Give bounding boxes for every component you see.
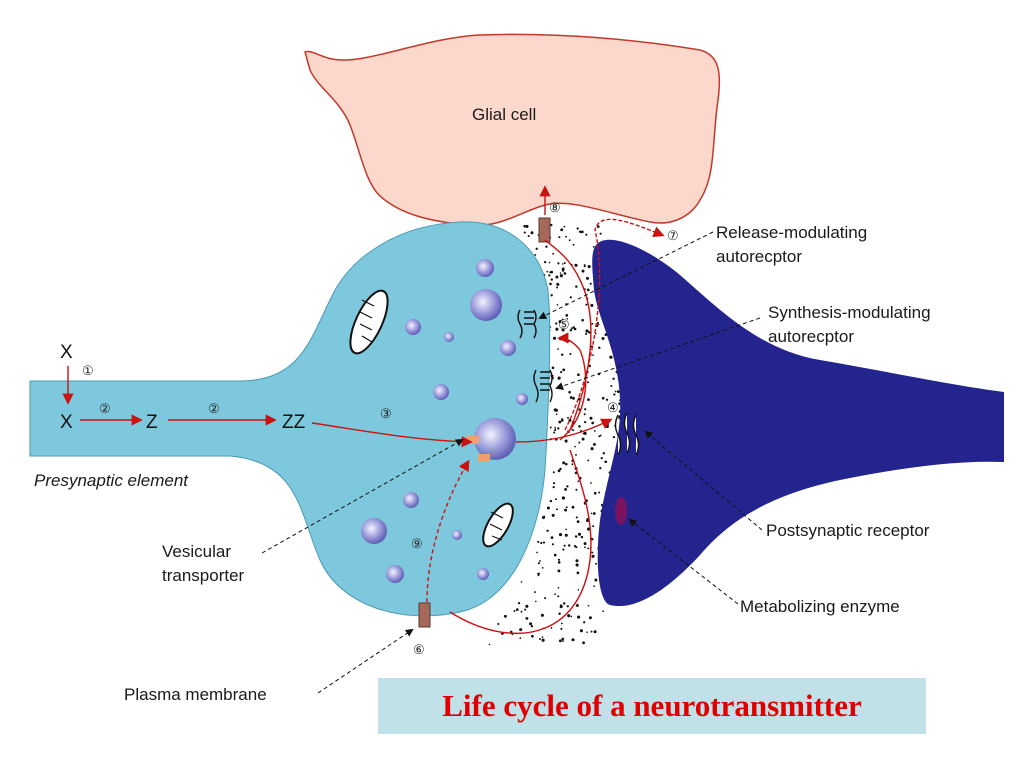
glial-transporter — [538, 217, 551, 243]
metabolizing-enzyme — [615, 497, 627, 525]
autoreceptors — [517, 309, 553, 403]
metabolizing-enzyme-label: Metabolizing enzyme — [740, 597, 900, 616]
step-6: ⑥ — [413, 642, 425, 657]
presynaptic-label: Presynaptic element — [34, 471, 189, 490]
vesicular-transporter — [467, 436, 479, 444]
release-autoreceptor-label-2: autorecptor — [716, 247, 802, 266]
postsynaptic-element — [592, 239, 1004, 607]
plasma-membrane-label: Plasma membrane — [124, 685, 267, 704]
pathway-arrows — [62, 185, 665, 634]
vesicular-transporter-label-2: transporter — [162, 566, 245, 585]
synthesis-autoreceptor-label-2: autorecptor — [768, 327, 854, 346]
x-top-label: X — [60, 342, 73, 363]
glial-cell — [304, 33, 721, 227]
glial-cell-label: Glial cell — [472, 105, 536, 124]
x-label: X — [60, 412, 73, 433]
step-2a: ② — [99, 401, 111, 416]
leader-lines — [261, 231, 763, 694]
release-autoreceptor-label-1: Release-modulating — [716, 223, 867, 242]
vesicles — [361, 259, 528, 583]
step-5: ⑤ — [558, 317, 570, 332]
step-7: ⑦ — [667, 228, 679, 243]
plasma-membrane-transporter — [418, 602, 431, 628]
step-1: ① — [82, 363, 94, 378]
vesicular-transporter-lower — [478, 454, 490, 462]
diagram-title: Life cycle of a neurotransmitter — [442, 688, 862, 723]
step-2b: ② — [208, 401, 220, 416]
synthesis-autoreceptor-label-1: Synthesis-modulating — [768, 303, 931, 322]
postsynaptic-receptor — [614, 412, 640, 456]
step-3: ③ — [380, 406, 392, 421]
mitochondria — [349, 289, 514, 548]
postsynaptic-receptor-label: Postsynaptic receptor — [766, 521, 930, 540]
zz-label: ZZ — [282, 412, 306, 433]
step-8: ⑧ — [549, 200, 561, 215]
title-banner — [378, 678, 926, 734]
step-4: ④ — [607, 400, 619, 415]
presynaptic-element — [29, 221, 551, 617]
step-9: ⑨ — [411, 536, 423, 551]
vesicular-transporter-label-1: Vesicular — [162, 542, 231, 561]
z-label: Z — [146, 412, 158, 433]
